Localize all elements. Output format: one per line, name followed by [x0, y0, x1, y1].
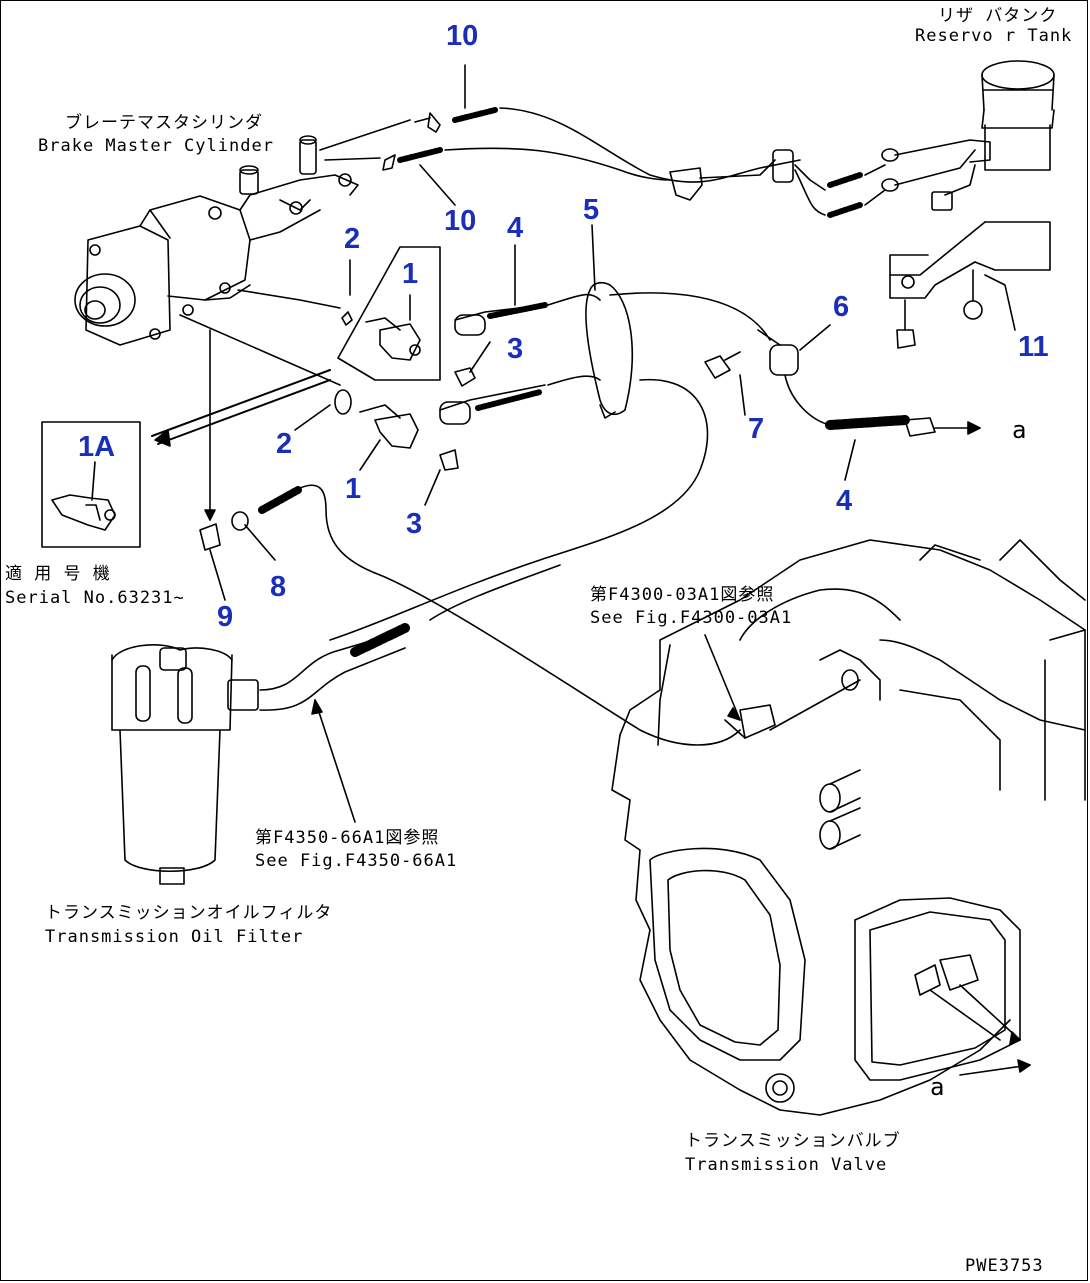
- callout-4-upper: 4: [507, 212, 524, 244]
- callout-3-lower: 3: [406, 508, 423, 540]
- callout-7: 7: [748, 413, 765, 445]
- callout-1-lower: 1: [345, 473, 362, 505]
- callout-1a: 1A: [78, 431, 116, 463]
- fitting-group-lower: [334, 311, 546, 471]
- see-fig-f4300-en: See Fig.F4300-03A1: [590, 608, 793, 628]
- inset-box-1a: [41, 421, 141, 548]
- brake-pipes: [382, 107, 899, 218]
- arrow-a-label-upper: a: [1012, 416, 1028, 444]
- oil-filter-label-jp: トランスミッションオイルフィルタ: [45, 903, 333, 923]
- oil-filter: [111, 623, 410, 885]
- drawing-code: PWE3753: [965, 1256, 1044, 1276]
- transmission-valve-label-jp: トランスミッションバルブ: [685, 1131, 901, 1151]
- serial-label-en: Serial No.63231~: [5, 588, 185, 608]
- fitting-group-upper: [337, 246, 548, 387]
- brake-master-cylinder-label-jp: ブレーテマスタシリンダ: [65, 113, 263, 133]
- callout-2-upper: 2: [344, 223, 361, 255]
- callout-2-lower: 2: [276, 428, 293, 460]
- callout-6: 6: [833, 291, 850, 323]
- brake-master-cylinder: [74, 119, 411, 346]
- fitting-6-7: [704, 329, 981, 437]
- callout-4-lower: 4: [836, 485, 853, 517]
- see-fig-f4350-jp: 第F4350-66A1図参照: [255, 828, 440, 848]
- reservoir-tank: [894, 60, 1055, 211]
- transmission-housing: [611, 539, 1086, 1116]
- lines-left: [151, 289, 341, 521]
- arrow-a-label-lower: a: [930, 1073, 946, 1101]
- brake-master-cylinder-label-en: Brake Master Cylinder: [38, 136, 274, 156]
- callout-9: 9: [217, 601, 234, 633]
- fittings-8-9: [199, 484, 741, 746]
- callout-11: 11: [1018, 331, 1049, 363]
- callout-10-top: 10: [446, 20, 479, 52]
- leader-lines: [91, 64, 1016, 746]
- callout-8: 8: [270, 571, 287, 603]
- see-fig-f4350-en: See Fig.F4350-66A1: [255, 851, 458, 871]
- oil-filter-label-en: Transmission Oil Filter: [45, 927, 304, 947]
- hose-5: [329, 282, 771, 641]
- callout-3-upper: 3: [507, 333, 524, 365]
- callout-10-lower: 10: [444, 205, 477, 237]
- callout-5: 5: [583, 194, 600, 226]
- serial-label-jp: 適 用 号 機: [5, 564, 111, 584]
- callout-1-upper: 1: [402, 258, 419, 290]
- see-fig-f4300-jp: 第F4300-03A1図参照: [590, 585, 775, 605]
- reservoir-tank-label-en: Reservo r Tank: [915, 26, 1073, 46]
- reservoir-tank-label-jp: リザ バタンク: [938, 6, 1058, 26]
- transmission-valve-label-en: Transmission Valve: [685, 1155, 888, 1175]
- bracket-11: [889, 221, 1051, 349]
